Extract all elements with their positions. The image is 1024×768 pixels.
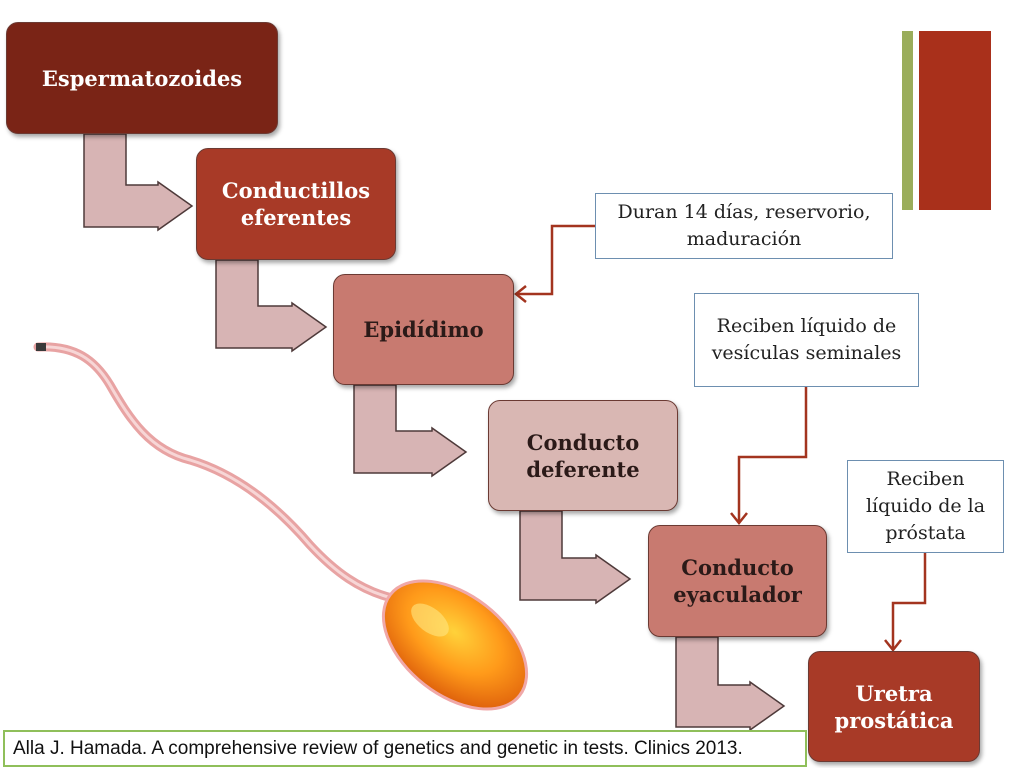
flow-arrow-1: [83, 133, 194, 232]
step-label: Conducto eyaculador: [673, 555, 802, 607]
sperm-illustration: [33, 342, 529, 711]
note-text: Reciben líquido de la próstata: [865, 468, 986, 544]
connector-prostata-arrowhead: [884, 639, 902, 653]
step-conductillos-eferentes: Conductillos eferentes: [196, 148, 396, 260]
sperm-tail: [33, 342, 397, 603]
connector-prostata: [891, 553, 927, 650]
flow-arrow-3: [353, 384, 468, 478]
step-espermatozoides: Espermatozoides: [6, 22, 278, 134]
step-label: Espermatozoides: [41, 65, 243, 91]
step-label: Epidídimo: [363, 317, 484, 342]
step-conducto-deferente: Conducto deferente: [488, 400, 678, 511]
note-connectors: [513, 224, 927, 653]
note-epididimo: Duran 14 días, reservorio, maduración: [595, 193, 893, 259]
sperm-tail-tip: [36, 343, 46, 351]
accent-bar-green: [902, 31, 913, 210]
note-text: Duran 14 días, reservorio, maduración: [617, 201, 871, 250]
connector-vesiculas-arrowhead: [730, 512, 748, 526]
connector-vesiculas: [737, 387, 808, 523]
step-epididimo: Epidídimo: [333, 274, 514, 385]
connector-epididimo-arrowhead: [513, 285, 527, 303]
step-uretra-prostatica: Uretra prostática: [808, 651, 980, 762]
step-label: Uretra prostática: [834, 680, 954, 733]
note-text: Reciben líquido de vesículas seminales: [711, 315, 902, 364]
citation-box: Alla J. Hamada. A comprehensive review o…: [3, 730, 807, 767]
note-prostata: Reciben líquido de la próstata: [847, 460, 1004, 553]
note-vesiculas: Reciben líquido de vesículas seminales: [694, 293, 919, 387]
flow-arrow-4: [519, 510, 632, 605]
flow-arrow-5: [675, 636, 786, 732]
step-conducto-eyaculador: Conducto eyaculador: [648, 525, 827, 637]
step-label: Conductillos eferentes: [221, 178, 371, 230]
accent-bar-red: [919, 31, 991, 210]
citation-text: Alla J. Hamada. A comprehensive review o…: [13, 738, 743, 759]
step-label: Conducto deferente: [526, 429, 640, 482]
connector-epididimo: [516, 224, 595, 296]
flow-arrow-2: [215, 259, 328, 353]
flow-arrows: [83, 133, 786, 732]
